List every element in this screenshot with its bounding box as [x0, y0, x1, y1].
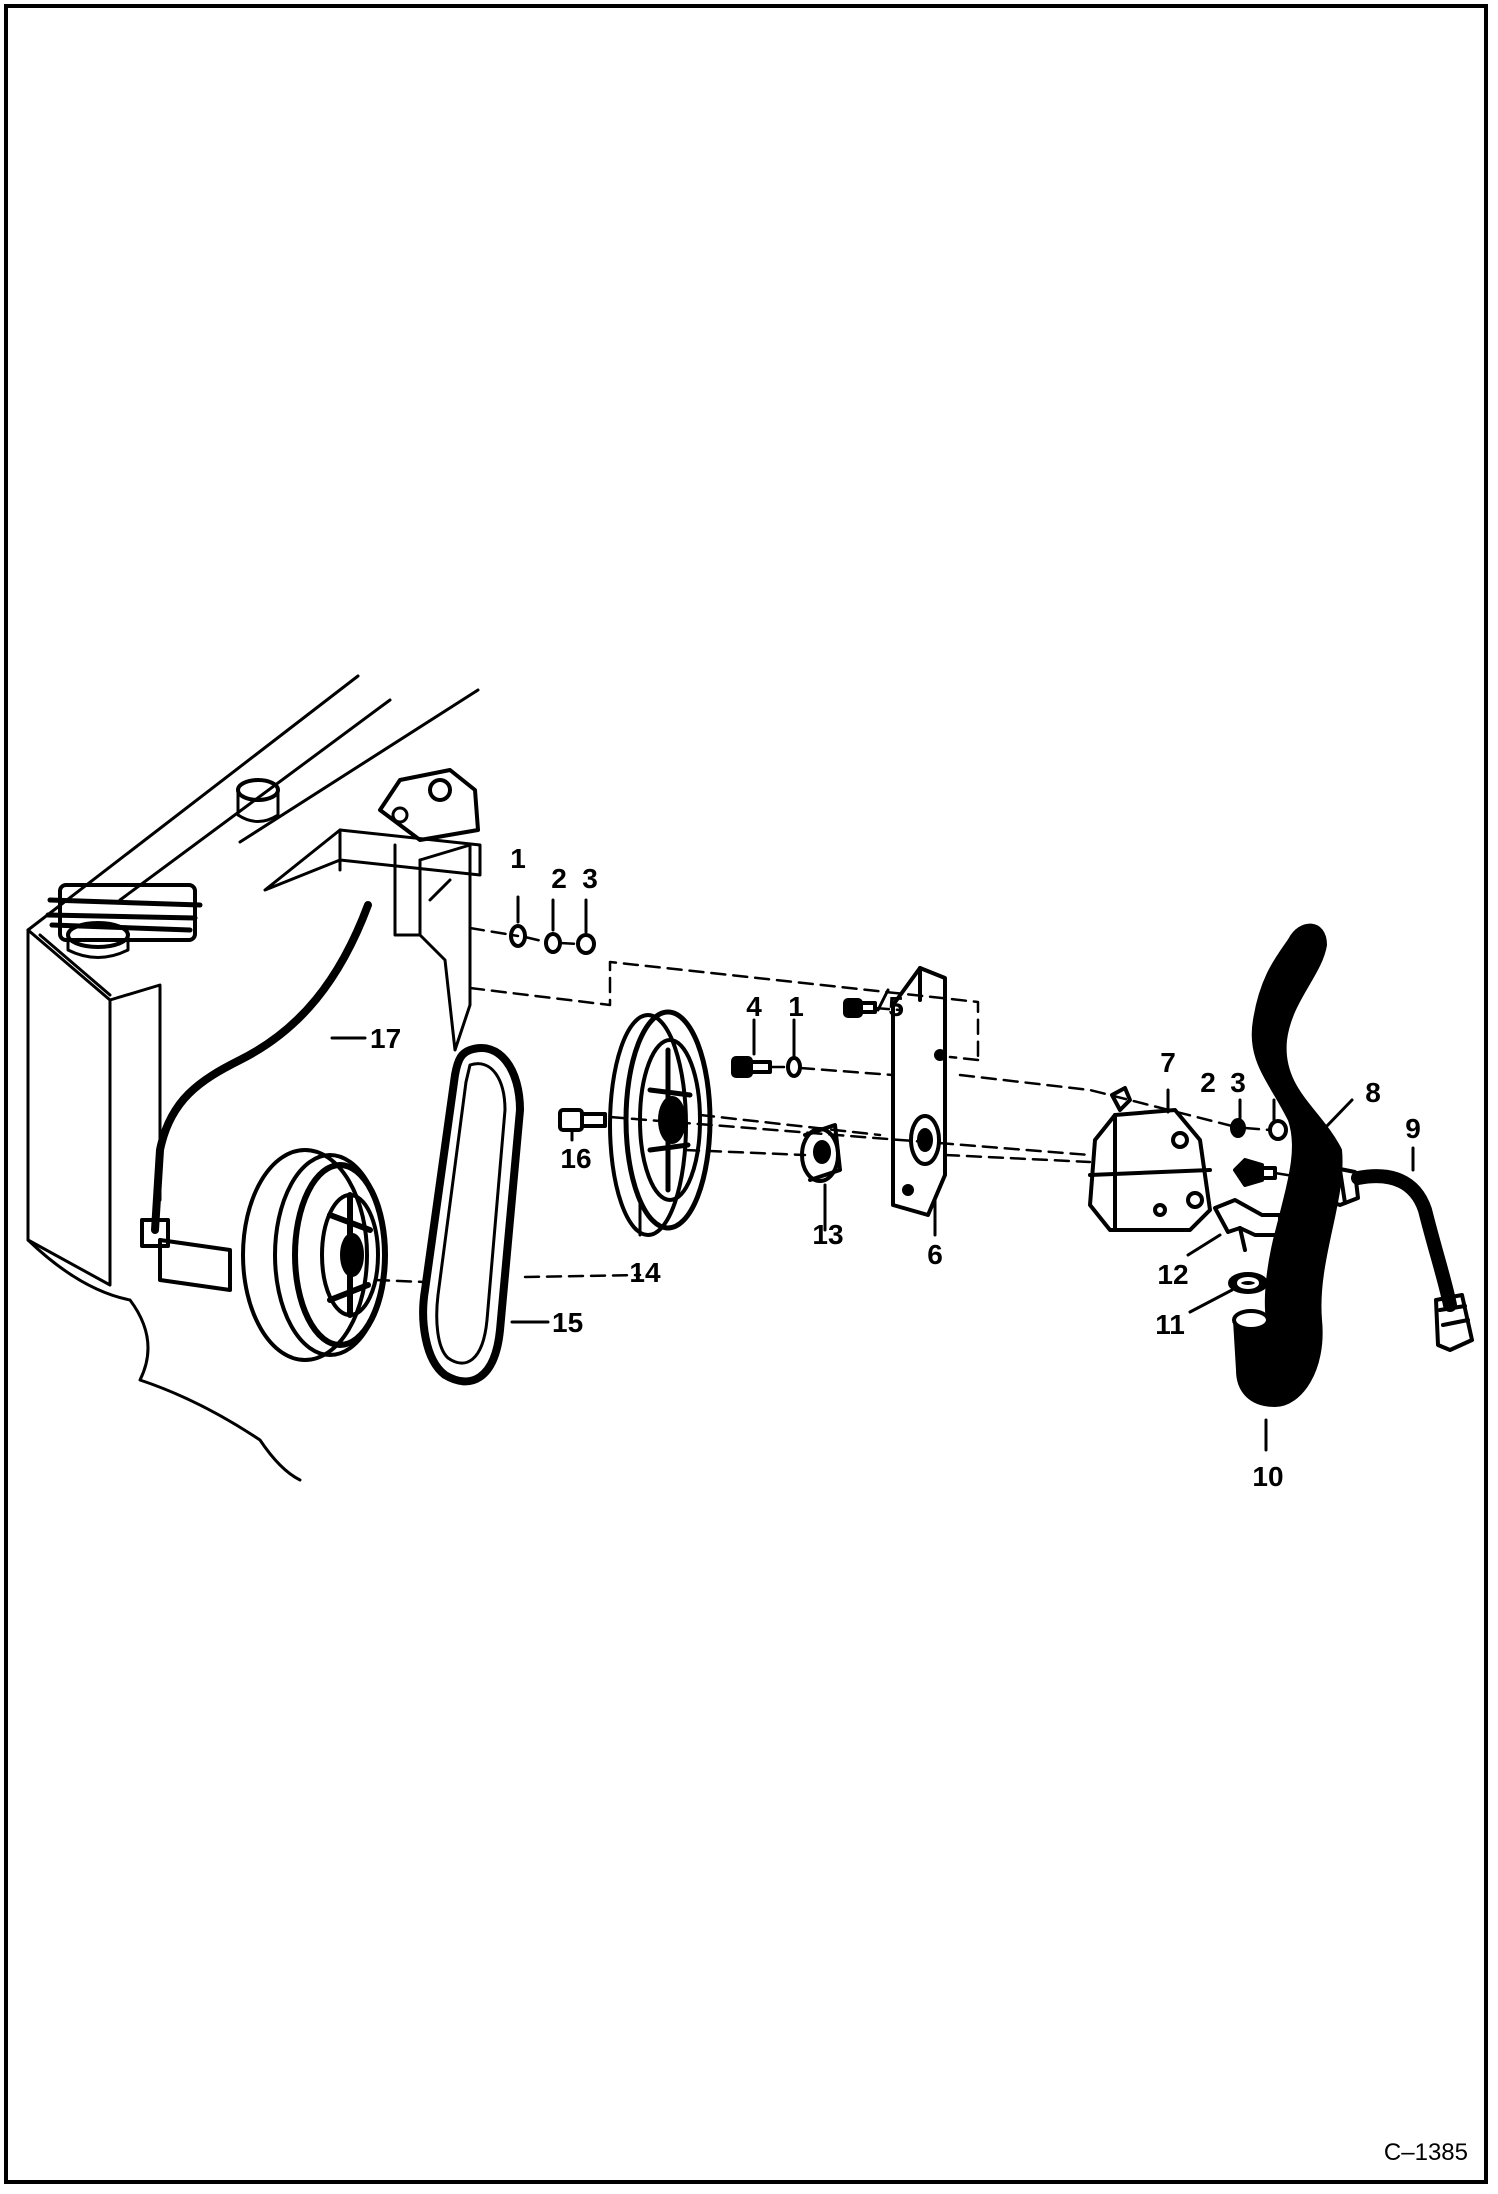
callout-15: 15 [552, 1307, 583, 1338]
pump-pulley [608, 1009, 713, 1237]
hose-clamp-11 [1228, 1272, 1268, 1294]
callout-6: 6 [927, 1239, 943, 1270]
callout-3-upper: 3 [582, 863, 598, 894]
callout-13: 13 [812, 1219, 843, 1250]
capscrew-16 [558, 1108, 607, 1132]
crankshaft-pulley [158, 1148, 388, 1362]
figure-id: C–1385 [1384, 2139, 1468, 2166]
drive-belt [419, 1044, 524, 1386]
callout-8: 8 [1365, 1077, 1381, 1108]
washer-1b [786, 1056, 802, 1078]
callout-4: 4 [746, 991, 762, 1022]
callout-16: 16 [560, 1143, 591, 1174]
elbow-fitting-12 [1213, 1198, 1282, 1252]
pressure-hose [1316, 1166, 1474, 1352]
callout-5: 5 [888, 991, 904, 1022]
fitting-8 [1233, 1158, 1277, 1187]
screw-5 [843, 998, 877, 1018]
hydraulic-pump [1088, 1086, 1212, 1232]
callout-14: 14 [629, 1257, 661, 1288]
alignment-lines [373, 926, 1320, 1284]
callout-2-upper: 2 [551, 863, 567, 894]
callout-1-middle: 1 [788, 991, 804, 1022]
capscrew-4 [731, 1056, 772, 1078]
suction-hose [1232, 923, 1343, 1407]
hub [800, 1123, 842, 1183]
callout-7: 7 [1160, 1047, 1176, 1078]
callout-3-right: 3 [1230, 1067, 1246, 1098]
callout-10: 10 [1252, 1461, 1283, 1492]
callout-12: 12 [1157, 1259, 1188, 1290]
callout-1-upper: 1 [510, 843, 526, 874]
callout-9: 9 [1405, 1113, 1421, 1144]
callout-17: 17 [370, 1023, 401, 1054]
callout-2-right: 2 [1200, 1067, 1216, 1098]
figure-border [4, 4, 1488, 2184]
callout-11: 11 [1155, 1309, 1185, 1340]
leader-lines [330, 895, 1415, 1452]
engine-block [26, 674, 482, 1482]
